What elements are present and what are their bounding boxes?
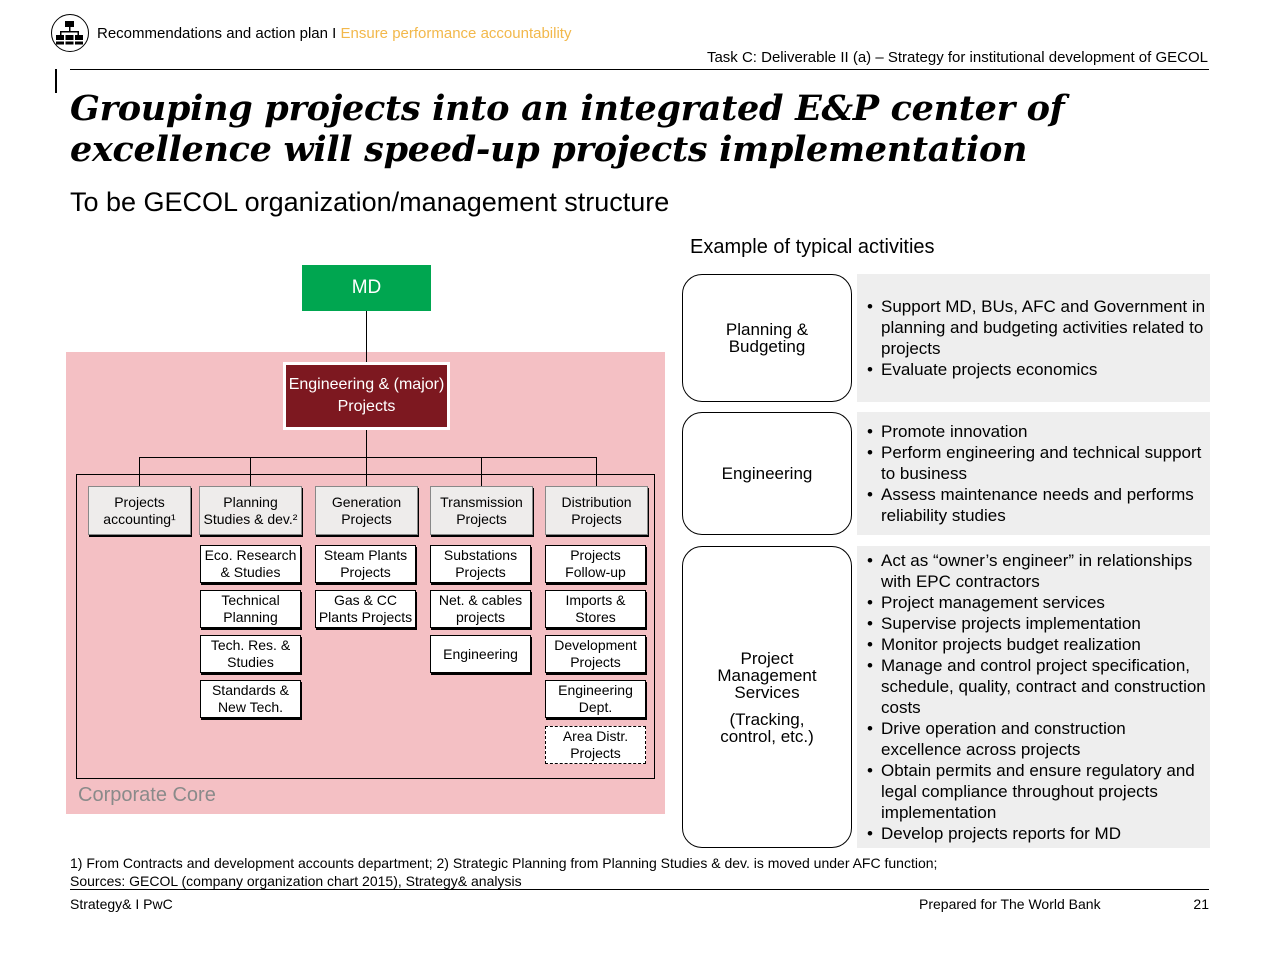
activity-group-name: Planning & Budgeting xyxy=(725,320,809,356)
unit-planning-studies: Planning Studies & dev.² xyxy=(199,486,302,535)
sub-unit: Imports & Stores xyxy=(545,590,646,628)
unit-drop xyxy=(596,457,597,486)
footnote: 1) From Contracts and development accoun… xyxy=(70,855,938,871)
sources: Sources: GECOL (company organization cha… xyxy=(70,873,522,889)
activity-group-note: (Tracking, control, etc.) xyxy=(720,709,814,746)
activity-group-planning-budgeting: Planning & Budgeting xyxy=(682,274,852,402)
activity-group-engineering: Engineering xyxy=(682,412,852,535)
unit-projects-accounting: Projects accounting¹ xyxy=(88,486,191,535)
activity-group-project-management: Project Management Services (Tracking, c… xyxy=(682,546,852,848)
units-connector xyxy=(139,457,596,458)
footer-prepared-for: Prepared for The World Bank xyxy=(919,896,1101,912)
sub-unit: Net. & cables projects xyxy=(430,590,531,628)
activity-item: Act as “owner’s engineer” in relationshi… xyxy=(867,550,1206,592)
unit-drop xyxy=(139,457,140,486)
corporate-core-label: Corporate Core xyxy=(78,784,216,806)
sub-unit: Engineering xyxy=(430,635,531,673)
activity-item: Support MD, BUs, AFC and Government in p… xyxy=(867,296,1206,359)
activity-item: Manage and control project specification… xyxy=(867,655,1206,718)
activities-heading: Example of typical activities xyxy=(690,236,935,258)
page-subtitle: To be GECOL organization/management stru… xyxy=(70,187,670,217)
sub-unit: Steam Plants Projects xyxy=(315,545,416,583)
activity-item: Assess maintenance needs and performs re… xyxy=(867,484,1206,526)
breadcrumb-accent: Ensure performance accountability xyxy=(340,25,572,42)
unit-distribution-projects: Distribution Projects xyxy=(545,486,648,535)
org-chart-icon xyxy=(51,14,89,52)
engineering-projects-box: Engineering & (major) Projects xyxy=(283,362,450,430)
breadcrumb: Recommendations and action plan I Ensure… xyxy=(97,25,571,42)
sub-unit: Gas & CC Plants Projects xyxy=(315,590,416,628)
activity-group-name: Engineering xyxy=(721,464,813,483)
unit-drop xyxy=(366,457,367,486)
unit-drop xyxy=(250,457,251,486)
sub-unit-dashed: Area Distr. Projects xyxy=(545,726,646,764)
activity-item: Supervise projects implementation xyxy=(867,613,1206,634)
activity-item: Develop projects reports for MD xyxy=(867,823,1206,844)
activity-list-planning-budgeting: Support MD, BUs, AFC and Government in p… xyxy=(857,274,1210,402)
activity-item: Promote innovation xyxy=(867,421,1206,442)
sub-unit: Eco. Research & Studies xyxy=(200,545,301,583)
footer-brand: Strategy& I PwC xyxy=(70,896,173,912)
unit-drop xyxy=(481,457,482,486)
activity-item: Evaluate projects economics xyxy=(867,359,1206,380)
breadcrumb-separator: I xyxy=(332,25,337,42)
activity-group-name: Project Management Services xyxy=(717,648,817,702)
page-title: Grouping projects into an integrated E&P… xyxy=(70,88,1065,170)
eng-connector xyxy=(366,430,367,458)
activity-item: Monitor projects budget realization xyxy=(867,634,1206,655)
activity-item: Project management services xyxy=(867,592,1206,613)
ep-center-frame xyxy=(76,474,655,779)
sub-unit: Standards & New Tech. xyxy=(200,680,301,718)
header-tick xyxy=(55,69,57,93)
sub-unit: Tech. Res. & Studies xyxy=(200,635,301,673)
sub-unit: Substations Projects xyxy=(430,545,531,583)
activity-item: Obtain permits and ensure regulatory and… xyxy=(867,760,1206,823)
task-label: Task C: Deliverable II (a) – Strategy fo… xyxy=(706,49,1208,66)
header-rule xyxy=(70,69,1209,70)
unit-generation-projects: Generation Projects xyxy=(315,486,418,535)
unit-transmission-projects: Transmission Projects xyxy=(430,486,533,535)
activity-list-engineering: Promote innovation Perform engineering a… xyxy=(857,412,1210,535)
breadcrumb-section: Recommendations and action plan xyxy=(97,25,328,42)
activity-item: Drive operation and construction excelle… xyxy=(867,718,1206,760)
sub-unit: Engineering Dept. xyxy=(545,680,646,718)
sub-unit: Development Projects xyxy=(545,635,646,673)
sub-unit: Technical Planning xyxy=(200,590,301,628)
sub-unit: Projects Follow-up xyxy=(545,545,646,583)
activity-item: Perform engineering and technical suppor… xyxy=(867,442,1206,484)
activity-list-project-management: Act as “owner’s engineer” in relationshi… xyxy=(857,546,1210,848)
md-connector xyxy=(366,311,367,363)
md-box: MD xyxy=(302,265,431,311)
page-number: 21 xyxy=(1193,896,1209,912)
footer-rule xyxy=(70,889,1209,890)
